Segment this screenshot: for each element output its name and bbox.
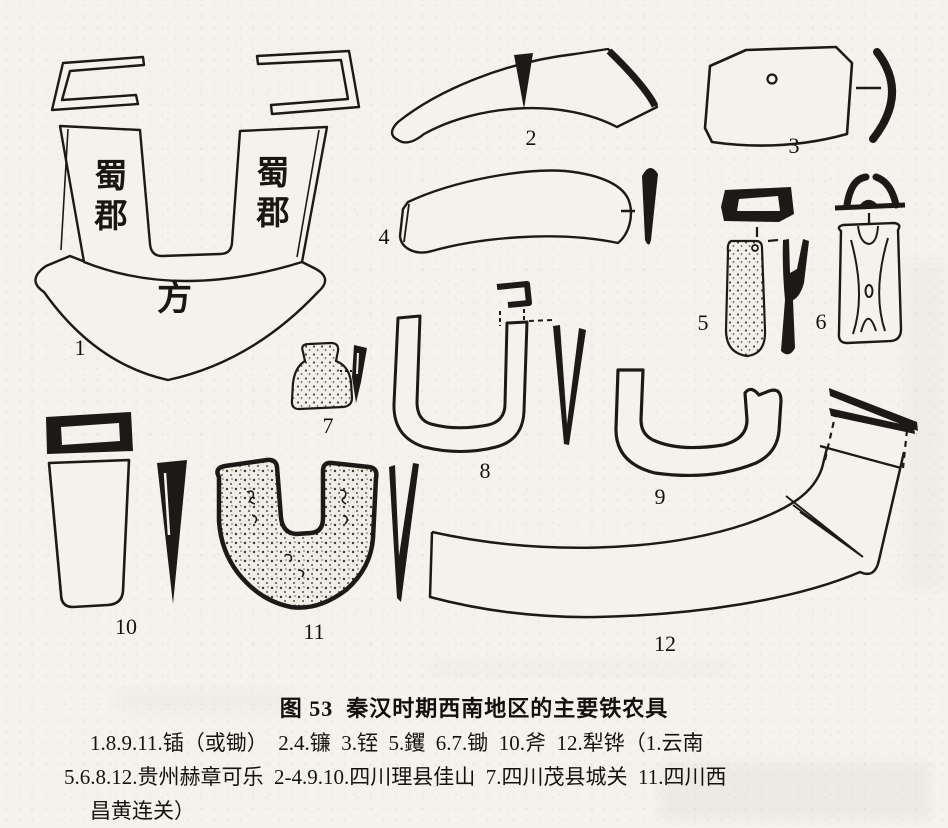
tool-4-drawing xyxy=(398,167,658,254)
figure-label-1: 1 xyxy=(74,335,86,360)
figure-label-3: 3 xyxy=(788,133,800,158)
tool-11-drawing xyxy=(215,457,419,610)
tool-7-body xyxy=(290,341,354,411)
figure-label-7: 7 xyxy=(322,413,334,438)
tool-7-side-view xyxy=(352,345,367,403)
tool-5-ring-detail xyxy=(751,244,759,252)
tool-6-center-hole xyxy=(864,284,874,298)
item1-inscription-center: 方 xyxy=(157,279,193,318)
tool-1-body xyxy=(58,124,329,283)
tool-5-body xyxy=(724,239,767,358)
tool-10-socket xyxy=(46,412,133,454)
tool-11-body xyxy=(215,457,379,610)
figure-legend-line-1: 1.8.9.11.锸（或锄） 2.4.镰 3.铚 5.钁 6.7.锄 10.斧 … xyxy=(90,731,704,755)
tool-2-drawing xyxy=(390,47,659,144)
figure-legend-line-3: 昌黄连关） xyxy=(90,799,195,823)
tool-1-socket-left xyxy=(50,55,146,112)
tool-10-body xyxy=(47,458,131,609)
tool-4-blade xyxy=(398,169,633,254)
tool-7-side-slit xyxy=(356,352,359,375)
figure-label-9: 9 xyxy=(654,484,666,509)
tool-5-drawing xyxy=(721,187,809,358)
item1-inscription-right: 蜀郡 xyxy=(251,155,287,235)
tool-4-butt-line xyxy=(403,203,410,243)
figure-label-10: 10 xyxy=(115,614,137,639)
tool-9-body xyxy=(614,368,783,478)
figure-label-4: 4 xyxy=(378,224,390,249)
tool-12-fold-lines xyxy=(785,495,864,558)
tool-5-side-view xyxy=(781,239,809,355)
figure-label-8: 8 xyxy=(479,458,491,483)
tool-6-body xyxy=(837,221,903,345)
tool-1-socket-right xyxy=(255,49,361,116)
tool-12-fill xyxy=(430,410,908,618)
tool-12-outline-dashed xyxy=(823,411,909,469)
tool-3-drawing xyxy=(703,45,897,147)
tool-10-section-slit xyxy=(163,472,171,536)
tool-12-drawing xyxy=(428,388,918,619)
tool-11-inscription-marks xyxy=(246,489,349,578)
figure-label-2: 2 xyxy=(525,125,537,150)
tool-11-section xyxy=(389,463,419,602)
tool-6-arch xyxy=(843,173,900,209)
figure-legend-line-2: 5.6.8.12.贵州赫章可乐 2-4.9.10.四川理县佳山 7.四川茂县城关… xyxy=(64,765,727,789)
tool-2-section-mark xyxy=(514,53,533,109)
tool-12-edge-spikes xyxy=(829,388,918,434)
tool-8-dashes xyxy=(499,309,525,326)
figure-legend: 1.8.9.11.锸（或锄） 2.4.镰 3.铚 5.钁 6.7.锄 10.斧 … xyxy=(64,726,914,828)
figure-label-11: 11 xyxy=(303,619,325,644)
item1-inscription-left: 蜀郡 xyxy=(89,158,125,238)
tool-3-hole xyxy=(766,73,778,85)
figure-caption-title: 图 53 秦汉时期西南地区的主要铁农具 xyxy=(279,696,669,721)
tool-6-top-hole xyxy=(857,225,879,245)
tool-1-drawing xyxy=(34,49,361,382)
tool-7-drawing xyxy=(290,341,367,411)
figure-label-6: 6 xyxy=(815,309,827,334)
tool-12-outline-solid xyxy=(428,447,906,619)
tool-10-section xyxy=(157,460,187,604)
tool-2-edge xyxy=(606,48,659,108)
tool-5-socket xyxy=(721,187,794,222)
tools-line-drawing xyxy=(34,45,918,619)
tool-6-arch-bump xyxy=(859,199,878,206)
tool-12-cross-line xyxy=(819,444,902,470)
tool-8-drawing xyxy=(392,281,586,453)
tool-5-dash-side xyxy=(767,238,779,243)
tool-3-body xyxy=(703,45,854,147)
figure-label-12: 12 xyxy=(654,631,676,656)
tool-8-body xyxy=(392,314,529,453)
tool-8-bracket xyxy=(496,281,532,308)
figure-label-5: 5 xyxy=(697,310,709,335)
tool-1-edge-lines xyxy=(60,128,320,258)
tool-9-drawing xyxy=(614,368,783,478)
tool-6-waist-lines xyxy=(850,237,889,335)
tool-4-section xyxy=(642,167,658,245)
tool-8-dash-right xyxy=(528,319,554,322)
tool-6-drawing xyxy=(834,173,906,345)
tool-3-section xyxy=(869,48,897,143)
tool-8-section xyxy=(553,325,586,445)
tool-10-drawing xyxy=(46,412,187,609)
